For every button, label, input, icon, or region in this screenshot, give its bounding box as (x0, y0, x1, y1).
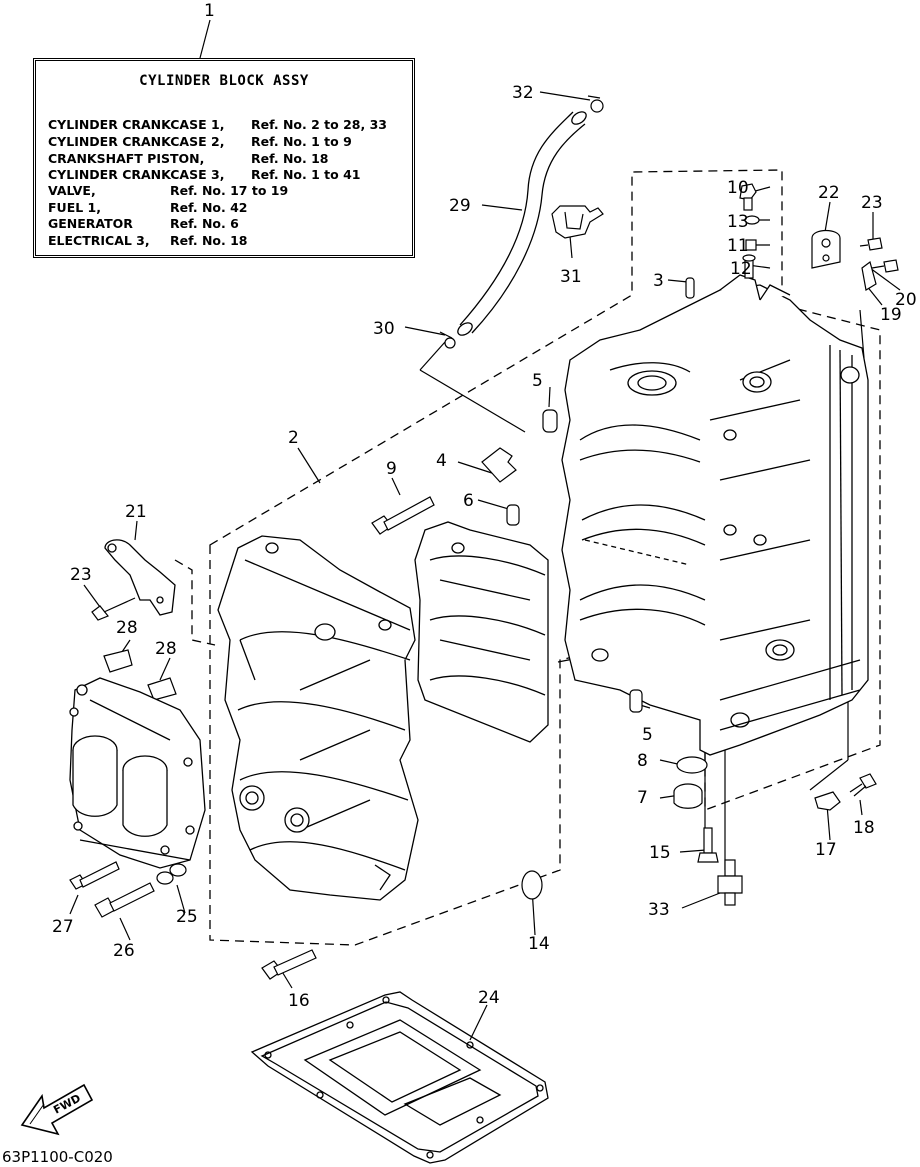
part-label-6: 6 (463, 491, 474, 511)
bracket-part-21 (104, 539, 176, 616)
part-label-24: 24 (478, 988, 500, 1008)
part-label-25: 25 (176, 907, 198, 927)
part-label-26: 26 (113, 941, 135, 961)
info-row-ref: Ref. No. 17 to 19 (170, 183, 289, 198)
diagram-code: 63P1100-C020 (2, 1148, 113, 1166)
info-row-ref: Ref. No. 2 to 28, 33 (251, 117, 387, 132)
part-label-2: 2 (288, 428, 299, 448)
info-row-ref: Ref. No. 18 (251, 151, 329, 166)
part-label-29: 29 (449, 196, 471, 216)
part-label-9: 9 (386, 459, 397, 479)
info-row-ref: Ref. No. 1 to 9 (251, 134, 352, 149)
info-row-name: FUEL 1, (48, 200, 101, 215)
info-row-name: VALVE, (48, 183, 96, 198)
info-box-title: CYLINDER BLOCK ASSY (139, 73, 309, 89)
info-row-ref: Ref. No. 42 (170, 200, 248, 215)
part-label-19: 19 (880, 305, 902, 325)
part-label-23a: 23 (861, 193, 883, 213)
part-number-labels: 1 2 3 4 5 5 6 7 8 9 10 11 12 13 14 15 16… (52, 1, 917, 1011)
info-row-name: GENERATOR (48, 216, 133, 231)
part-label-21: 21 (125, 502, 147, 522)
part-label-31: 31 (560, 267, 582, 287)
part-label-11: 11 (727, 236, 749, 256)
part-label-20: 20 (895, 290, 917, 310)
info-row-name: CYLINDER CRANKCASE 3, (48, 167, 225, 182)
part-label-27: 27 (52, 917, 74, 937)
holder-part-31 (551, 205, 604, 239)
assembly-info-box: CYLINDER BLOCK ASSY CYLINDER CRANKCASE 1… (33, 58, 415, 258)
part-label-15: 15 (649, 843, 671, 863)
info-row-name: CYLINDER CRANKCASE 1, (48, 117, 225, 132)
info-row-name: ELECTRICAL 3, (48, 233, 150, 248)
info-row-ref: Ref. No. 18 (170, 233, 248, 248)
info-row-ref: Ref. No. 6 (170, 216, 239, 231)
part-label-8: 8 (637, 751, 648, 771)
small-parts (69, 183, 899, 980)
part-label-3: 3 (653, 271, 664, 291)
fwd-arrow-icon (20, 1083, 94, 1136)
clip-part-30 (439, 331, 456, 349)
generator-assembly (69, 677, 206, 869)
part-label-30: 30 (373, 319, 395, 339)
info-row-ref: Ref. No. 1 to 41 (251, 167, 361, 182)
part-label-28b: 28 (155, 639, 177, 659)
part-label-17: 17 (815, 840, 837, 860)
part-label-18: 18 (853, 818, 875, 838)
part-label-32: 32 (512, 83, 534, 103)
part-label-33: 33 (648, 900, 670, 920)
crankcase-part-2 (217, 535, 419, 901)
part-label-1: 1 (204, 1, 215, 21)
info-row-name: CRANKSHAFT PISTON, (48, 151, 205, 166)
crankcase-part-2-middle (414, 521, 549, 743)
gasket-part-24 (250, 991, 549, 1164)
part-label-5b: 5 (642, 725, 653, 745)
info-row-name: CYLINDER CRANKCASE 2, (48, 134, 225, 149)
hose-part-29 (457, 111, 587, 336)
part-label-22: 22 (818, 183, 840, 203)
dashed-group-outline (174, 169, 881, 946)
part-label-14: 14 (528, 934, 550, 954)
part-label-7: 7 (637, 788, 648, 808)
part-label-23b: 23 (70, 565, 92, 585)
part-label-28a: 28 (116, 618, 138, 638)
part-label-16: 16 (288, 991, 310, 1011)
part-label-12: 12 (730, 259, 752, 279)
part-label-4: 4 (436, 451, 447, 471)
part-label-13: 13 (727, 212, 749, 232)
part-label-5a: 5 (532, 371, 543, 391)
cylinder-block-part-3 (561, 274, 869, 756)
part-label-10: 10 (727, 178, 749, 198)
clamp-part-32 (587, 95, 604, 113)
